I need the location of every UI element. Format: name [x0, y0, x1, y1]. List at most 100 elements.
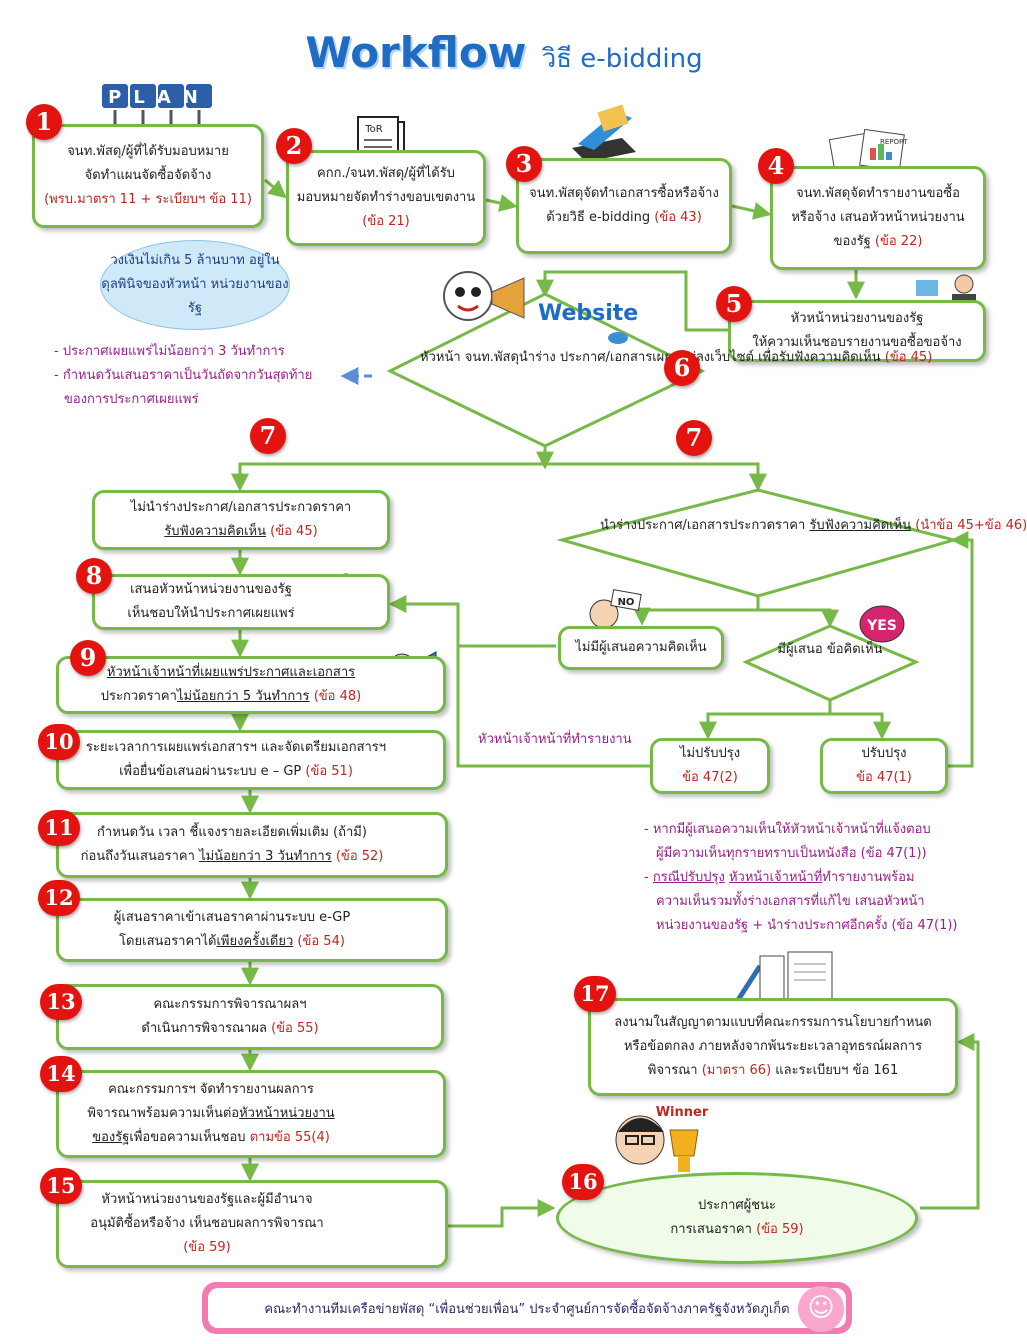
- step-8-box: เสนอหัวหน้าหน่วยงานของรัฐ เห็นชอบให้นำปร…: [92, 574, 390, 630]
- step-10-line-2a: เพื่อยื่นข้อเสนอผ่านระบบ e – GP: [119, 764, 302, 779]
- step-9-line-2b: ไม่น้อยกว่า 5 วันทำการ: [176, 689, 310, 704]
- step-6-badge: 6: [664, 350, 700, 386]
- step-13-line-2b: (ข้อ 55): [271, 1021, 319, 1036]
- revise-line-2: ข้อ 47(1): [856, 770, 912, 785]
- step-1-badge: 1: [26, 104, 62, 140]
- step-4-line-3a: ของรัฐ: [833, 234, 871, 249]
- no-revise-line-2: ข้อ 47(2): [682, 770, 738, 785]
- step-4-box: จนท.พัสดุจัดทำรายงานขอซื้อ หรือจ้าง เสนอ…: [770, 166, 986, 270]
- step-6-line-2: ประกาศ/เอกสารเผยแพร่ลงเว็บไซต์: [559, 350, 754, 365]
- step-10-line-1: ระยะเวลาการเผยแพร่เอกสารฯ และจัดเตรียมเอ…: [85, 740, 387, 755]
- step-11-line-2b: ไม่น้อยกว่า 3 วันทำการ: [199, 849, 332, 864]
- step-6-line-3: เพื่อรับฟังความคิดเห็น: [758, 350, 881, 365]
- step-8-badge: 8: [76, 558, 112, 594]
- arrow-yes-norevise: [699, 712, 830, 740]
- report-label: หัวหน้าเจ้าหน้าที่ทำรายงาน: [478, 732, 632, 747]
- arrow-split-left: [231, 462, 545, 492]
- step-5-line-2: ให้ความเห็นชอบรายงานขอซื้อขอจ้าง: [752, 335, 962, 350]
- left-note-2: - กำหนดวันเสนอราคาเป็นวันถัดจากวันสุดท้า…: [54, 368, 313, 383]
- step-12-badge: 12: [38, 880, 80, 916]
- arrow-revise-7b: [948, 531, 974, 768]
- step-4-line-1: จนท.พัสดุจัดทำรายงานขอซื้อ: [796, 186, 960, 201]
- step-9-line-2c: (ข้อ 48): [313, 689, 362, 704]
- step-14-line-2a: พิจารณาพร้อมความเห็นต่อ: [87, 1106, 240, 1121]
- step-7-left-line-2b: (ข้อ 45): [270, 524, 318, 539]
- arrow-3-4: [731, 202, 772, 220]
- step-15-line-2: อนุมัติซื้อหรือจ้าง เห็นชอบผลการพิจารณา: [90, 1216, 324, 1231]
- step-7-right-line-2a: รับฟังความคิดเห็น: [809, 518, 912, 533]
- step-7-left-line-1: ไม่นำร่างประกาศ/เอกสารประกวดราคา: [130, 500, 352, 515]
- step-1-box: จนท.พัสดุ/ผู้ที่ได้รับมอบหมาย จัดทำแผนจั…: [32, 124, 264, 228]
- revise-box: ปรับปรุง ข้อ 47(1): [820, 738, 948, 794]
- step-2-box: คกก./จนท.พัสดุ/ผู้ที่ได้รับ มอบหมายจัดทำ…: [286, 150, 486, 246]
- arrow-7b-yes: [758, 608, 839, 628]
- laptop-folder-illustration: [572, 104, 636, 162]
- step-15-line-1: หัวหน้าหน่วยงานของรัฐและผู้มีอำนาจ: [101, 1192, 313, 1207]
- step-7-left-badge: 7: [250, 418, 286, 454]
- step-11-line-1: กำหนดวัน เวลา ชี้แจงรายละเอียดเพิ่มเติม …: [97, 825, 367, 840]
- step-12-line-2b: เพียงครั้งเดียว: [216, 934, 294, 949]
- step-9-line-2a: ประกวดราคา: [100, 689, 177, 704]
- step-6-line-1: หัวหน้า จนท.พัสดุนำร่าง: [420, 350, 556, 365]
- step-15-badge: 15: [40, 1168, 82, 1204]
- step-1-line-2: จัดทำแผนจัดซื้อจัดจ้าง: [84, 168, 212, 183]
- step-7-right-badge: 7: [676, 420, 712, 456]
- left-note-3: ของการประกาศเผยแพร่: [64, 392, 199, 407]
- step-14-line-3b: เพื่อขอความเห็นชอบ: [129, 1130, 246, 1145]
- step-12-line-2c: (ข้อ 54): [297, 934, 345, 949]
- right-note-3d: ทำรายงานพร้อม: [822, 870, 915, 885]
- step-7-left-box: ไม่นำร่างประกาศ/เอกสารประกวดราคา รับฟังค…: [92, 490, 390, 550]
- step-14-box: คณะกรรมการฯ จัดทำรายงานผลการ พิจารณาพร้อ…: [56, 1070, 446, 1158]
- step-2-line-2: มอบหมายจัดทำร่างขอบเขตงาน: [296, 190, 476, 205]
- right-note-4: ความเห็นรวมทั้งร่างเอกสารที่แก้ไข เสนอหั…: [656, 894, 925, 909]
- step-15-line-3: (ข้อ 59): [183, 1240, 231, 1255]
- arrow-2-3: [485, 194, 518, 212]
- step-13-line-1: คณะกรรมการพิจารณาผลฯ: [153, 997, 307, 1012]
- website-label: Website: [538, 301, 638, 326]
- step-16-line-1: ประกาศผู้ชนะ: [698, 1198, 776, 1213]
- step-9-badge: 9: [70, 640, 106, 676]
- page-title: Workflow วิธี e-bidding: [0, 28, 1008, 79]
- bubble-line-2: อยู่ในดุลพินิจของหัวหน้า: [101, 253, 280, 292]
- step-3-line-1: จนท.พัสดุจัดทำเอกสารซื้อหรือจ้าง: [529, 186, 719, 201]
- title-main: Workflow: [305, 28, 527, 77]
- step-11-line-2c: (ข้อ 52): [335, 849, 384, 864]
- arrow-yes-revise: [830, 712, 891, 740]
- has-comment-text: มีผู้เสนอ ข้อคิดเห็น: [770, 638, 890, 662]
- step-11-badge: 11: [38, 810, 80, 846]
- step-14-line-1: คณะกรรมการฯ จัดทำรายงานผลการ: [108, 1082, 314, 1097]
- step-7-left-line-2a: รับฟังความคิดเห็น: [164, 524, 267, 539]
- left-note-1: - ประกาศเผยแพร่ไม่น้อยกว่า 3 วันทำการ: [54, 344, 285, 359]
- step-12-line-1: ผู้เสนอราคาเข้าเสนอราคาผ่านระบบ e-GP: [113, 910, 351, 925]
- step-14-line-3c: ตามข้อ 55(4): [249, 1130, 330, 1145]
- step-7-right-text: นำร่างประกาศ/เอกสารประกวดราคา รับฟังความ…: [600, 514, 1027, 538]
- smiley-icon: ☺: [798, 1286, 844, 1332]
- right-note-5: หน่วยงานของรัฐ + นำร่างประกาศอีกครั้ง (ข…: [656, 918, 958, 933]
- step-17-line-1: ลงนามในสัญญาตามแบบที่คณะกรรมการนโยบายกำห…: [614, 1015, 932, 1030]
- report-label: REPORT: [880, 138, 908, 146]
- arrow-7b-branch: [633, 594, 760, 626]
- step-3-box: จนท.พัสดุจัดทำเอกสารซื้อหรือจ้าง ด้วยวิธ…: [516, 158, 732, 254]
- step-2-line-1: คกก./จนท.พัสดุ/ผู้ที่ได้รับ: [317, 166, 455, 181]
- right-note-2: ผู้มีความเห็นทุกรายทราบเป็นหนังสือ (ข้อ …: [656, 846, 927, 861]
- step-3-line-2a: ด้วยวิธี e-bidding: [546, 210, 651, 225]
- step-6-text: หัวหน้า จนท.พัสดุนำร่าง ประกาศ/เอกสารเผย…: [420, 346, 932, 370]
- right-notes: - หากมีผู้เสนอความเห็นให้หัวหน้าเจ้าหน้า…: [644, 818, 957, 938]
- decision-7b-shape: [556, 488, 960, 598]
- no-comment-box: ไม่มีผู้เสนอความคิดเห็น: [558, 626, 724, 670]
- no-sign-label: NO: [618, 597, 635, 608]
- step-17-line-3c: และระเบียบฯ ข้อ 161: [775, 1063, 899, 1078]
- step-1-line-1: จนท.พัสดุ/ผู้ที่ได้รับมอบหมาย: [67, 144, 229, 159]
- footer-banner: คณะทำงานทีมเครือข่ายพัสดุ “เพื่อนช่วยเพื…: [202, 1282, 852, 1334]
- step-11-box: กำหนดวัน เวลา ชี้แจงรายละเอียดเพิ่มเติม …: [56, 812, 448, 878]
- step-9-line-1: หัวหน้าเจ้าหน้าที่เผยแพร่ประกาศและเอกสาร: [106, 665, 356, 680]
- step-3-line-2b: (ข้อ 43): [654, 210, 702, 225]
- step-17-line-3a: พิจารณา: [647, 1063, 698, 1078]
- bubble-line-1: วงเงินไม่เกิน 5 ล้านบาท: [110, 253, 245, 268]
- step-14-line-2b: หัวหน้าหน่วยงาน: [239, 1106, 335, 1121]
- step-16-line-2a: การเสนอราคา: [670, 1222, 752, 1237]
- plan-label: PLAN: [108, 87, 210, 108]
- step-14-badge: 14: [40, 1056, 82, 1092]
- step-10-line-2b: (ข้อ 51): [305, 764, 353, 779]
- step-8-line-2: เห็นชอบให้นำประกาศเผยแพร่: [127, 606, 295, 621]
